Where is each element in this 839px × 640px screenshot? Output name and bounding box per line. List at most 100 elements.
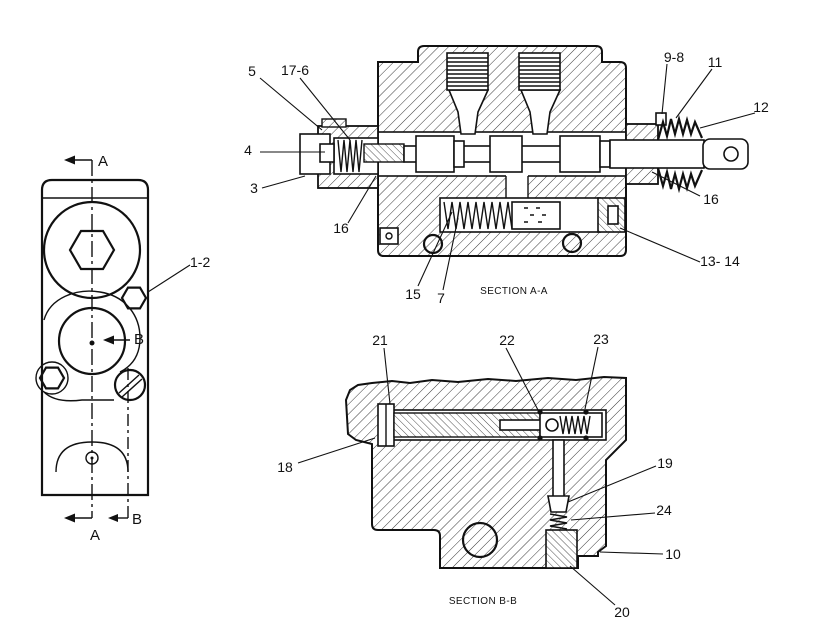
spool-extension-rod (609, 139, 705, 169)
callout-11: 11 (708, 54, 723, 70)
relief-plunger (511, 201, 561, 230)
relief-plug-insert (607, 205, 619, 225)
leader-11 (675, 68, 713, 119)
leader-21 (383, 347, 391, 405)
leader-22 (505, 347, 539, 411)
leader-23 (584, 346, 599, 410)
bottom-left-fitting-hole (385, 232, 393, 240)
o-ring-22-bottom (537, 435, 543, 441)
spool-land-1 (415, 135, 455, 173)
leader-18 (297, 437, 376, 464)
relief-spring (443, 201, 513, 230)
poppet-spring (549, 513, 568, 530)
spool-land-3 (559, 135, 601, 173)
callout-20: 20 (614, 604, 630, 620)
leader-1-2 (147, 264, 191, 293)
left-hex-nut-boss (35, 361, 69, 395)
section-arrow-middle-head (103, 335, 114, 345)
leader-19 (567, 465, 657, 503)
middle-lobe-lower-outline (43, 391, 114, 402)
callout-19: 19 (657, 455, 673, 471)
callout-1-2: 1-2 (190, 254, 210, 270)
cross-drilled-hole (461, 521, 499, 559)
rubber-boot-top (656, 114, 704, 141)
bottom-left-fitting (379, 227, 399, 245)
end-view-body-outline (40, 178, 150, 497)
left-end-nut-insert (319, 143, 335, 163)
rubber-boot-bottom (656, 167, 704, 194)
callout-21: 21 (372, 332, 388, 348)
left-cap-boss (321, 118, 347, 128)
spool-collar-1 (453, 140, 465, 168)
mounting-hole-right (561, 232, 583, 254)
callout-24: 24 (656, 502, 672, 518)
port-fitting-left-thread (446, 52, 489, 91)
leader-13-14 (619, 227, 701, 263)
callout-15: 15 (405, 286, 421, 302)
section-arrow-bottom-a-label: A (90, 527, 100, 544)
leader-12 (699, 112, 756, 129)
callout-4: 4 (244, 142, 252, 158)
poppet (547, 495, 570, 513)
callout-12: 12 (753, 99, 769, 115)
lower-plug (545, 529, 578, 569)
leader-10 (599, 551, 664, 555)
callout-16-right: 16 (703, 191, 719, 207)
port-fitting-right-thread (518, 52, 561, 91)
callout-5: 5 (248, 63, 256, 79)
leader-16-right (651, 171, 701, 197)
section-arrow-top-head (64, 155, 75, 165)
o-ring-23-top (583, 409, 589, 415)
left-spool-end (363, 143, 405, 163)
right-cap-screw (655, 112, 667, 126)
section-arrow-middle-label: B (134, 331, 144, 348)
o-ring-22-top (537, 409, 543, 415)
relief-plunger-detail (524, 207, 546, 223)
section-b-b: 21 22 23 18 19 24 10 20 SECTION B-B (277, 331, 681, 620)
left-hex-nut (38, 366, 66, 390)
check-ball (545, 418, 559, 432)
leader-5 (259, 77, 323, 131)
callout-3: 3 (250, 180, 258, 196)
callout-7: 7 (437, 290, 445, 306)
vertical-drilling (552, 439, 565, 499)
section-a-a: 5 17-6 4 3 16 9-8 11 12 16 13- 14 15 7 S… (244, 45, 769, 306)
leader-3 (261, 175, 306, 189)
leader-24 (570, 512, 656, 521)
section-arrow-bottom-b-head (108, 514, 118, 522)
leader-9-8 (661, 63, 668, 115)
section-arrow-top-label: A (98, 153, 108, 170)
port-fitting-left-thread-lines (447, 57, 488, 87)
callout-13-14: 13- 14 (700, 253, 740, 269)
leader-15 (417, 211, 453, 287)
o-ring-23-bottom (583, 435, 589, 441)
port-fitting-right-thread-lines (519, 57, 560, 87)
check-spool-stem (499, 419, 543, 431)
end-view: A B A B 1-2 (35, 153, 210, 544)
port-fitting-left (446, 52, 490, 135)
slotted-plug-slot-a (118, 374, 140, 394)
leader-16-left (347, 175, 377, 224)
callout-10: 10 (665, 546, 681, 562)
section-a-a-title: SECTION A-A (480, 286, 548, 297)
slotted-plug (113, 368, 147, 402)
vertical-passage (506, 174, 528, 200)
port-fitting-right (518, 52, 562, 135)
spool-land-2 (489, 135, 523, 173)
leader-17-6 (299, 77, 351, 141)
section-arrow-bottom-a-head (64, 513, 75, 523)
slotted-plug-slot-b (121, 378, 143, 398)
callout-22: 22 (499, 332, 515, 348)
check-spring (559, 415, 591, 435)
section-arrow-bottom-b-label: B (132, 511, 142, 528)
callout-16-left: 16 (333, 220, 349, 236)
leader-20 (569, 565, 616, 606)
section-b-b-title: SECTION B-B (449, 596, 517, 607)
callout-17-6: 17-6 (281, 62, 309, 78)
upper-hex-plug (68, 229, 116, 271)
callout-23: 23 (593, 331, 609, 347)
right-hex-plug (120, 286, 148, 310)
clevis-pin-hole (723, 146, 739, 162)
spool-collar-2 (599, 140, 611, 168)
